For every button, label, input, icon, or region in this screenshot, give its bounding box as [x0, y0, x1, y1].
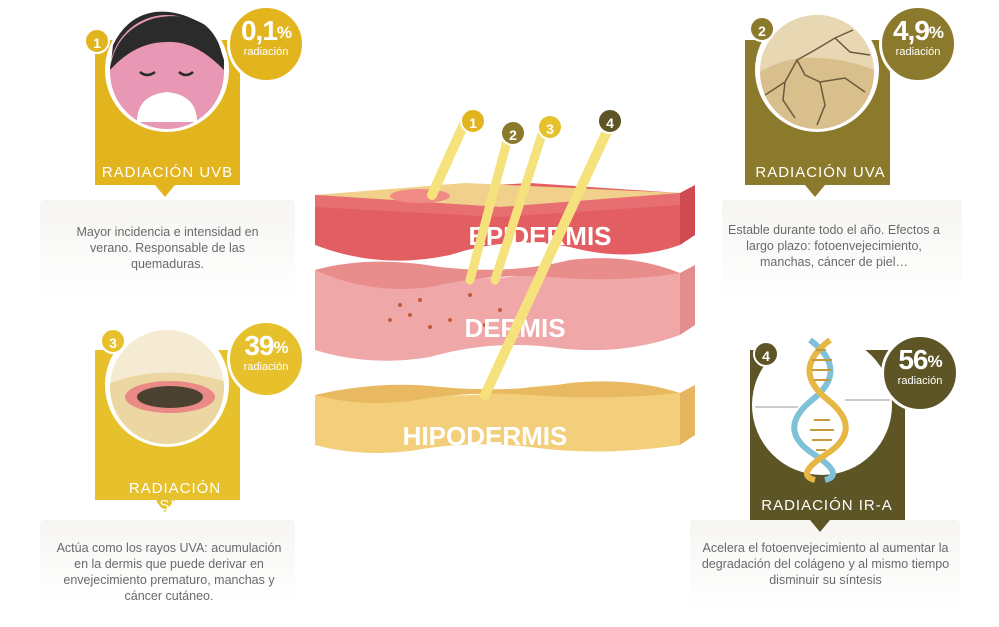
card-uva-title: RADIACIÓN UVA	[755, 164, 886, 181]
card-uvb-percent-sub: radiación	[243, 46, 289, 58]
card-uva-percent-sub: radiación	[895, 46, 941, 58]
arrow-marker-3: 3	[537, 114, 563, 140]
epidermis-layer: EPIDERMIS	[315, 183, 695, 261]
card-ira-title: RADIACIÓN IR-A	[761, 497, 893, 514]
card-uva-background	[722, 200, 962, 300]
card-uva-percent: 4,9	[892, 15, 930, 46]
hipodermis-label: HIPODERMIS	[403, 421, 568, 451]
card-uvb-percent-badge: 0,1% radiación	[227, 5, 305, 83]
card-uva-number: 2	[749, 16, 775, 42]
card-uvb-number: 1	[84, 28, 110, 54]
epidermis-label: EPIDERMIS	[468, 221, 611, 251]
arrow-marker-4: 4	[597, 108, 623, 134]
card-visible-percent-badge: 39% radiación	[227, 320, 305, 398]
card-ira-percent-badge: 56% radiación	[881, 334, 959, 412]
card-ira-graphic	[750, 335, 905, 532]
arrow-marker-1: 1	[460, 108, 486, 134]
ira-circle	[752, 335, 892, 475]
card-uvb-graphic	[95, 8, 240, 197]
card-visible-number: 3	[100, 328, 126, 354]
card-uva-percent-badge: 4,9% radiación	[879, 5, 957, 83]
card-ira-background	[690, 520, 960, 610]
dna-icon	[755, 337, 890, 483]
card-visible-percent-sub: radiación	[243, 361, 289, 373]
hipodermis-layer: HIPODERMIS	[315, 381, 695, 453]
card-ira-description: Acelera el fotoenvejecimiento al aumenta…	[701, 541, 950, 587]
card-uva-graphic	[745, 8, 890, 197]
card-visible-percent-sign: %	[273, 338, 289, 357]
sunburn-face-icon	[110, 11, 224, 129]
card-uvb-background	[40, 200, 295, 300]
card-ira-percent-sub: radiación	[897, 375, 943, 387]
arrow-4	[480, 120, 615, 400]
card-ira-number: 4	[753, 341, 779, 367]
card-visible-background	[40, 520, 295, 605]
arrow-marker-2: 2	[500, 120, 526, 146]
card-visible-description: Actúa como los rayos UVA: acumulación en…	[56, 541, 282, 603]
card-uva-percent-sign: %	[928, 23, 944, 42]
arrow-2	[465, 125, 515, 285]
card-uvb-percent-sign: %	[276, 23, 292, 42]
card-uvb-description: Mayor incidencia e intensidad en verano.…	[76, 225, 259, 271]
skin-layers-diagram: HIPODERMIS DERMIS EPIDERMIS	[315, 110, 695, 453]
card-visible-title: RADIACIÓN VISIBLE	[128, 480, 222, 514]
card-uvb-percent: 0,1	[240, 15, 278, 46]
arrow-3	[490, 120, 550, 285]
card-ira-percent-sign: %	[927, 352, 943, 371]
card-visible-percent: 39	[244, 330, 274, 361]
card-ira-percent: 56	[898, 344, 928, 375]
cracked-skin-icon	[760, 15, 874, 129]
radiation-arrows	[427, 110, 615, 400]
card-uvb-title: RADIACIÓN UVB	[101, 164, 234, 181]
card-uva-description: Estable durante todo el año. Efectos a l…	[728, 223, 940, 269]
card-visible-graphic	[95, 323, 240, 512]
